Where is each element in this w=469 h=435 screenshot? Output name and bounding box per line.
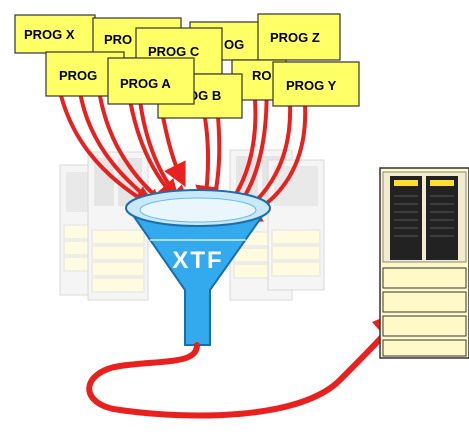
program-boxes: PROG X PRO OG PROG Z PROG RO PROG C OG [14,13,360,119]
funnel: XTF [125,189,271,346]
server-drive-bay-2 [426,176,458,260]
bg-server-4 [267,159,325,291]
prog-box-x: PROG X [14,14,96,54]
prog-c-label: PROG C [148,44,200,59]
server-panel-2 [382,291,467,313]
prog-y-label: PROG Y [286,78,337,93]
prog-og-label: OG [224,37,244,52]
output-arrow [86,323,395,419]
target-server [379,167,469,359]
prog-b-label: OG B [188,88,221,103]
prog-z-label: PROG Z [270,30,320,45]
funnel-inner [139,197,257,223]
server-panel-4 [382,339,467,357]
funnel-label: XTF [172,247,223,274]
prog-x-label: PROG X [24,27,75,42]
server-panel-3 [382,315,467,337]
prog-box-a: PROG A [107,57,195,105]
bg-server-2 [87,151,149,301]
prog-left-label: PROG [59,68,97,83]
prog-ro-label: RO [252,68,272,83]
server-drive-bay-1 [390,176,422,260]
prog-a-label: PROG A [120,76,171,91]
server-panel-1 [382,267,467,289]
prog-r-label: PRO [104,32,132,47]
prog-box-y: PROG Y [272,61,360,107]
prog-box-z: PROG Z [257,13,341,61]
